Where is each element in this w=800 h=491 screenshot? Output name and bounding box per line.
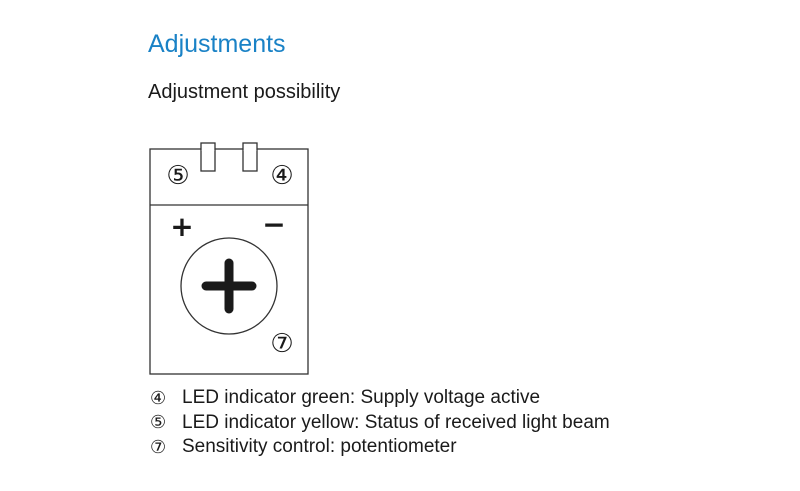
marker-5: ⑤ bbox=[166, 161, 189, 191]
legend-list: ④ LED indicator green: Supply voltage ac… bbox=[150, 386, 610, 460]
marker-4: ④ bbox=[270, 161, 293, 191]
potentiometer-cross-icon bbox=[201, 258, 257, 314]
legend-text: LED indicator green: Supply voltage acti… bbox=[182, 387, 541, 409]
legend-item: ⑤ LED indicator yellow: Status of receiv… bbox=[150, 411, 610, 436]
minus-sign: − bbox=[262, 208, 285, 241]
sensor-diagram: ⑤ ④ + − ⑦ bbox=[149, 142, 309, 375]
led-tab-left bbox=[200, 142, 216, 172]
section-subheading: Adjustment possibility bbox=[148, 81, 341, 103]
legend-text: Sensitivity control: potentiometer bbox=[182, 436, 457, 458]
legend-item: ⑦ Sensitivity control: potentiometer bbox=[150, 435, 610, 460]
legend-item: ④ LED indicator green: Supply voltage ac… bbox=[150, 386, 610, 411]
legend-number: ④ bbox=[150, 387, 167, 409]
page-heading: Adjustments bbox=[148, 30, 286, 58]
sensor-housing bbox=[149, 148, 309, 375]
legend-number: ⑦ bbox=[150, 436, 167, 458]
led-tab-right bbox=[242, 142, 258, 172]
marker-7: ⑦ bbox=[270, 329, 293, 359]
legend-text: LED indicator yellow: Status of received… bbox=[182, 411, 610, 433]
legend-number: ⑤ bbox=[150, 412, 167, 434]
plus-sign: + bbox=[170, 210, 193, 243]
